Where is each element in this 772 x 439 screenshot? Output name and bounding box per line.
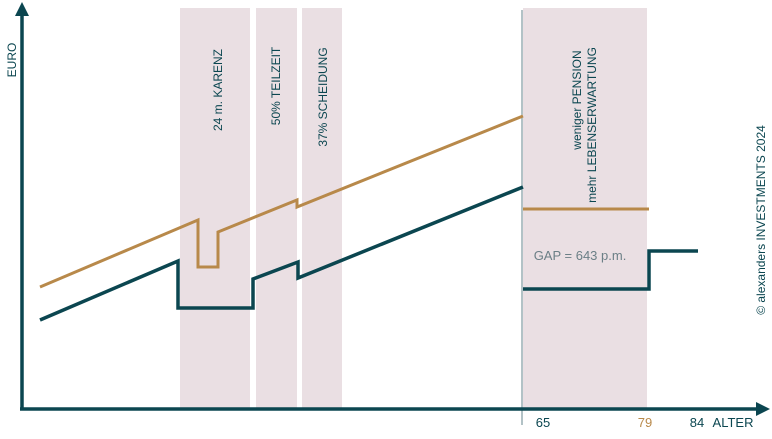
x-axis-arrow-icon (756, 402, 770, 416)
teal-income-line (39, 185, 524, 322)
x-tick-84: 84 (690, 415, 704, 430)
gold-income-line (39, 114, 524, 289)
band-label-karenz: 24 m. KARENZ (211, 49, 225, 131)
band-karenz (180, 8, 250, 409)
teal-pension-line (523, 249, 698, 291)
gap-label: GAP = 643 p.m. (534, 248, 627, 263)
band-label-pension-2: mehr LEBENSERWARTUNG (585, 47, 599, 203)
band-label-scheidung: 37% SCHEIDUNG (316, 47, 330, 146)
x-axis-label: ALTER (713, 415, 754, 430)
band-scheidung (302, 8, 342, 409)
y-axis-label: EURO (5, 43, 19, 78)
band-label-teilzeit: 50% TEILZEIT (269, 46, 283, 125)
band-label-pension-1: weniger PENSION (570, 50, 584, 150)
x-tick-79: 79 (638, 415, 652, 430)
y-axis-arrow-icon (15, 2, 29, 16)
copyright: © alexanders INVESTMENTS 2024 (754, 125, 768, 315)
x-tick-65: 65 (536, 415, 550, 430)
